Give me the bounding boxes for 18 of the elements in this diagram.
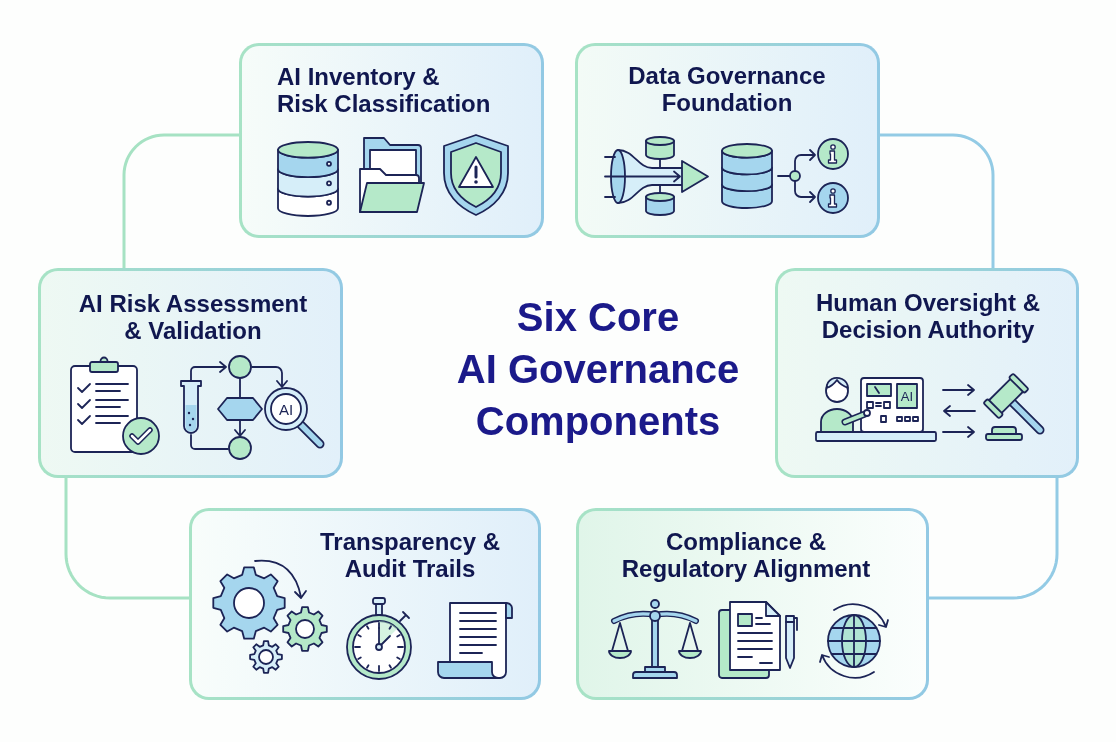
component-card (775, 268, 1079, 478)
component-card (239, 43, 544, 238)
component-card (575, 43, 880, 238)
card-heading: Compliance & Regulatory Alignment (620, 528, 872, 582)
icon-text: AI (278, 400, 294, 418)
connector-line (122, 133, 241, 270)
connector-line (64, 476, 191, 600)
connector-line (878, 133, 995, 270)
card-heading: Transparency & Audit Trails (318, 528, 502, 582)
card-heading: Data Governance Foundation (627, 62, 827, 116)
diagram-title: Six Core AI Governance Components (455, 294, 741, 445)
component-card (189, 508, 541, 700)
card-heading: AI Inventory & Risk Classification (277, 63, 492, 117)
connector-line (927, 476, 1059, 600)
component-card (576, 508, 929, 700)
icon-text: AI (900, 389, 914, 404)
card-heading: AI Risk Assessment & Validation (77, 290, 309, 344)
card-heading: Human Oversight & Decision Authority (814, 289, 1041, 343)
